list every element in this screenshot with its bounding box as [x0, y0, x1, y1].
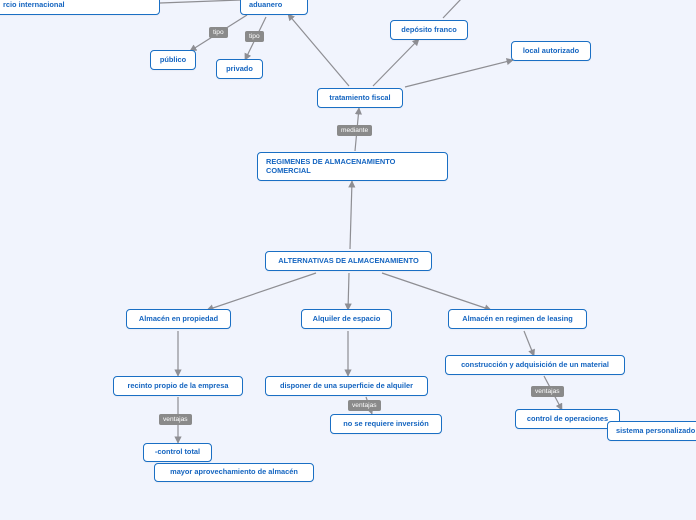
connector-leasing-construccion — [523, 330, 535, 357]
node-publico[interactable]: público — [150, 50, 196, 70]
node-regimenes-almacenamiento[interactable]: REGIMENES DE ALMACENAMIENTO COMERCIAL — [257, 152, 448, 181]
node-alquiler-espacio[interactable]: Alquiler de espacio — [301, 309, 392, 329]
node-alternativas-almacenamiento[interactable]: ALTERNATIVAS DE ALMACENAMIENTO — [265, 251, 432, 271]
node-almacen-propiedad[interactable]: Almacén en propiedad — [126, 309, 231, 329]
connector-deposito-offscreen — [442, 0, 461, 19]
node-privado[interactable]: privado — [216, 59, 263, 79]
connector-tratamiento-deposito — [372, 38, 420, 87]
node-construccion-material[interactable]: construcción y adquisición de un materia… — [445, 355, 625, 375]
connector-alternativas-propiedad — [206, 272, 317, 312]
connector-tratamiento-local — [404, 58, 514, 88]
tag-ventajas-propiedad: ventajas — [159, 414, 192, 425]
connector-alternativas-regimenes — [348, 180, 356, 250]
node-aprovechamiento[interactable]: mayor aprovechamiento de almacén — [154, 463, 314, 482]
tag-tipo-privado: tipo — [245, 31, 264, 42]
node-control-operaciones[interactable]: control de operaciones — [515, 409, 620, 429]
node-superficie-alquiler[interactable]: disponer de una superficie de alquiler — [265, 376, 428, 396]
tag-ventajas-alquiler: ventajas — [348, 400, 381, 411]
connector-tratamiento-aduanero — [287, 13, 350, 87]
tag-ventajas-leasing: ventajas — [531, 386, 564, 397]
node-tratamiento-fiscal[interactable]: tratamiento fiscal — [317, 88, 403, 108]
node-deposito-franco[interactable]: depósito franco — [390, 20, 468, 40]
node-local-autorizado[interactable]: local autorizado — [511, 41, 591, 61]
node-aduanero[interactable]: aduanero — [240, 0, 308, 15]
node-sistema-personalizado[interactable]: sistema personalizado — [607, 421, 696, 441]
node-no-inversion[interactable]: no se requiere inversión — [330, 414, 442, 434]
connector-alternativas-alquiler — [344, 272, 352, 311]
tag-tipo-publico: tipo — [209, 27, 228, 38]
node-recinto-propio[interactable]: recinto propio de la empresa — [113, 376, 243, 396]
connector-comercio-aduanero — [159, 0, 241, 4]
node-comercio-internacional[interactable]: rcio internacional — [0, 0, 160, 15]
connector-alternativas-leasing — [381, 272, 492, 312]
tag-mediante: mediante — [337, 125, 373, 136]
node-almacen-leasing[interactable]: Almacén en regimen de leasing — [448, 309, 587, 329]
node-control-total[interactable]: -control total — [143, 443, 212, 462]
